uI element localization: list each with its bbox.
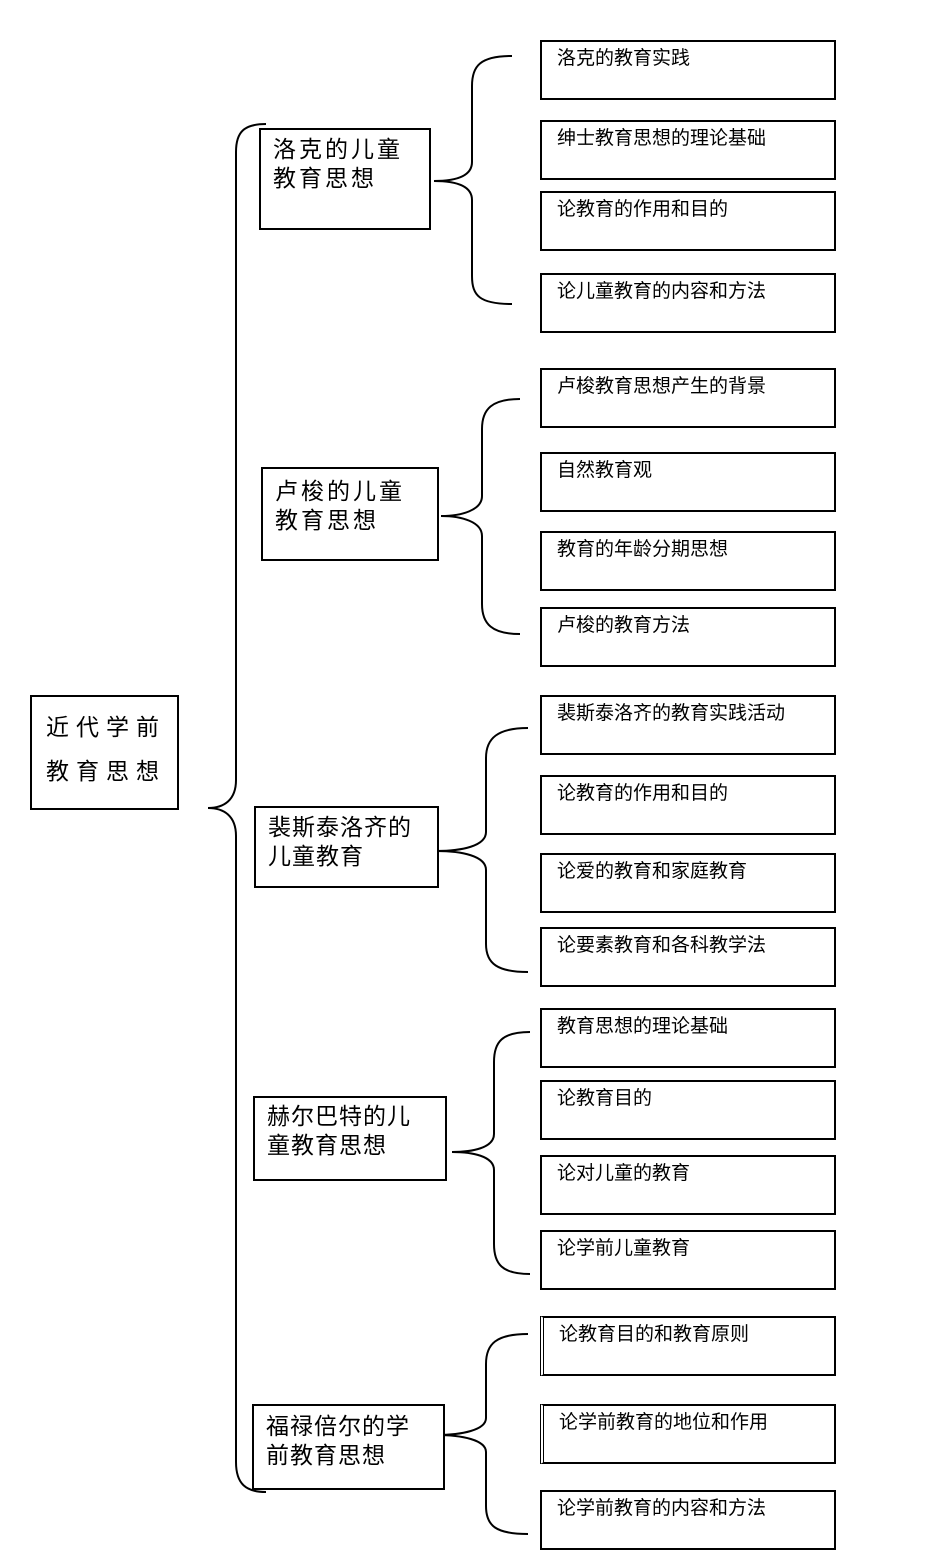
leaf-label: 教育思想的理论基础 (557, 1015, 729, 1037)
leaf-label: 论爱的教育和家庭教育 (557, 860, 748, 882)
root-topic-line-1: 近代学前 (46, 715, 166, 741)
leaf-box: 自然教育观 (540, 452, 836, 512)
leaf-label: 卢梭的教育方法 (557, 614, 691, 636)
leaf-label: 教育的年龄分期思想 (557, 538, 729, 560)
leaf-box: 教育的年龄分期思想 (540, 531, 836, 591)
leaf-label: 卢梭教育思想产生的背景 (557, 375, 767, 397)
section-title-line-1: 赫尔巴特的儿 (267, 1104, 411, 1130)
root-topic-line-2: 教育思想 (46, 758, 166, 785)
leaf-label: 论教育目的和教育原则 (559, 1323, 750, 1345)
pestalozzi-brace (435, 727, 529, 973)
root-brace (207, 123, 267, 1493)
leaf-label: 论学前儿童教育 (557, 1237, 691, 1259)
leaf-box: 论儿童教育的内容和方法 (540, 273, 836, 333)
root-topic-box: 近代学前 教育思想 (30, 695, 179, 810)
leaf-box: 论教育目的和教育原则 (540, 1316, 836, 1376)
section-title-line-1: 裴斯泰洛齐的 (268, 815, 412, 841)
section-title-line-2: 前教育思想 (266, 1442, 386, 1469)
rousseau-brace (440, 398, 521, 635)
leaf-label: 论学前教育的内容和方法 (557, 1497, 767, 1519)
leaf-box: 论学前教育的地位和作用 (540, 1404, 836, 1464)
leaf-box: 卢梭教育思想产生的背景 (540, 368, 836, 428)
leaf-box: 论教育的作用和目的 (540, 191, 836, 251)
leaf-label: 裴斯泰洛齐的教育实践活动 (557, 702, 786, 724)
section-title-line-2: 童教育思想 (267, 1132, 387, 1159)
leaf-label: 论儿童教育的内容和方法 (557, 280, 767, 302)
leaf-box: 论学前儿童教育 (540, 1230, 836, 1290)
leaf-box: 卢梭的教育方法 (540, 607, 836, 667)
leaf-box: 论对儿童的教育 (540, 1155, 836, 1215)
section-title-line-2: 教育思想 (273, 165, 377, 192)
leaf-label: 自然教育观 (557, 459, 653, 481)
leaf-box: 论学前教育的内容和方法 (540, 1490, 836, 1550)
leaf-box: 裴斯泰洛齐的教育实践活动 (540, 695, 836, 755)
herbart-brace (451, 1031, 531, 1275)
froebel-brace (435, 1333, 529, 1535)
section-title-line-2: 教育思想 (275, 507, 379, 534)
leaf-box: 论教育目的 (540, 1080, 836, 1140)
leaf-label: 论要素教育和各科教学法 (557, 934, 767, 956)
leaf-box: 论要素教育和各科教学法 (540, 927, 836, 987)
section-title-line-1: 洛克的儿童 (273, 137, 403, 163)
leaf-box: 论教育的作用和目的 (540, 775, 836, 835)
leaf-box: 教育思想的理论基础 (540, 1008, 836, 1068)
section-froebel-box: 福禄倍尔的学 前教育思想 (252, 1404, 445, 1490)
section-rousseau-box: 卢梭的儿童 教育思想 (261, 467, 439, 561)
section-pestalozzi-box: 裴斯泰洛齐的 儿童教育 (254, 806, 439, 888)
section-title-line-2: 儿童教育 (268, 843, 364, 870)
leaf-label: 洛克的教育实践 (557, 47, 691, 69)
section-title-line-1: 福禄倍尔的学 (266, 1414, 410, 1440)
section-locke-box: 洛克的儿童 教育思想 (259, 128, 431, 230)
leaf-label: 绅士教育思想的理论基础 (557, 127, 767, 149)
leaf-label: 论学前教育的地位和作用 (559, 1411, 769, 1433)
section-herbart-box: 赫尔巴特的儿 童教育思想 (253, 1096, 447, 1181)
section-title-line-1: 卢梭的儿童 (275, 479, 405, 505)
leaf-box: 绅士教育思想的理论基础 (540, 120, 836, 180)
leaf-label: 论教育的作用和目的 (557, 782, 729, 804)
leaf-label: 论教育目的 (557, 1087, 653, 1109)
leaf-label: 论对儿童的教育 (557, 1162, 691, 1184)
leaf-box: 论爱的教育和家庭教育 (540, 853, 836, 913)
leaf-label: 论教育的作用和目的 (557, 198, 729, 220)
locke-brace (433, 55, 513, 305)
leaf-box: 洛克的教育实践 (540, 40, 836, 100)
